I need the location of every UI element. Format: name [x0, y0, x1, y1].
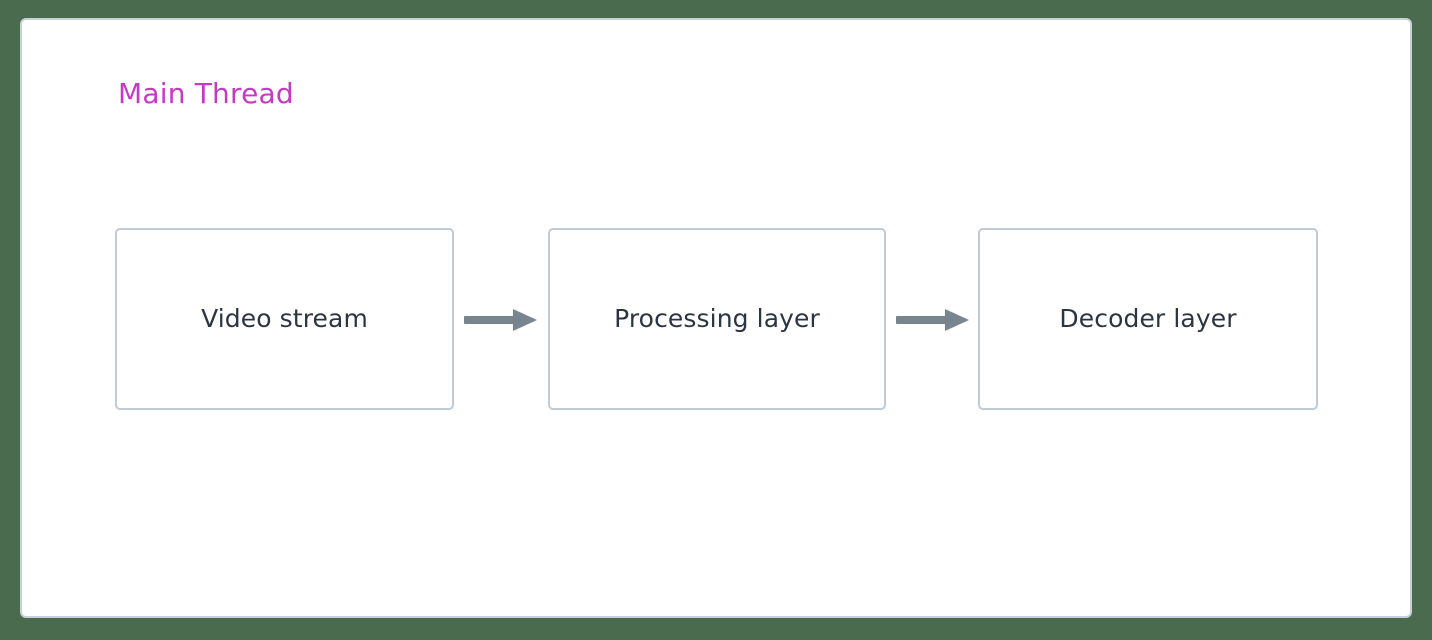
node-decoder-layer[interactable]: Decoder layer — [978, 228, 1318, 410]
node-processing-layer[interactable]: Processing layer — [548, 228, 886, 410]
arrow-right-icon — [896, 309, 969, 331]
cluster-label-main-thread: Main Thread — [118, 77, 294, 110]
node-label-decoder-layer: Decoder layer — [1059, 304, 1237, 333]
arrow-right-icon — [464, 309, 537, 331]
node-video-stream[interactable]: Video stream — [115, 228, 454, 410]
node-label-processing-layer: Processing layer — [614, 304, 820, 333]
edge-processing-layer-to-decoder-layer — [888, 300, 984, 340]
edge-video-stream-to-processing-layer — [456, 300, 552, 340]
node-label-video-stream: Video stream — [201, 304, 368, 333]
